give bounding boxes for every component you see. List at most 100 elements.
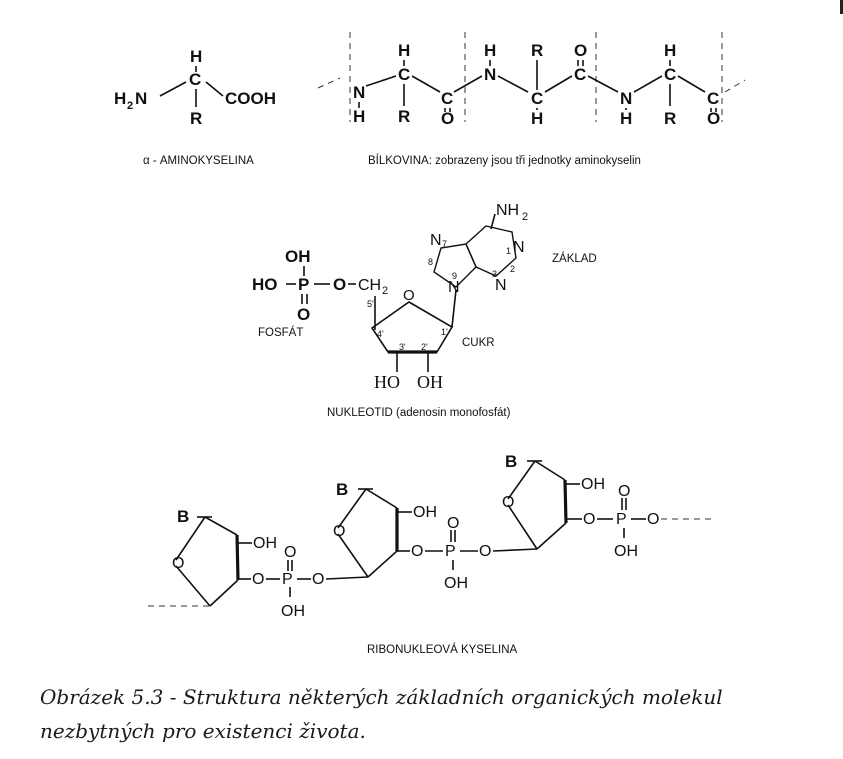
c2-label: 2 (510, 264, 515, 274)
atom-r: R (398, 107, 410, 126)
atom-ho: HO (252, 275, 278, 294)
bond (175, 565, 211, 607)
protein-label: BÍLKOVINA: zobrazeny jsou tři jednotky a… (368, 154, 641, 167)
atom-o: O (297, 305, 310, 324)
atom-p: P (282, 571, 293, 588)
atom-c: C (189, 70, 201, 89)
bond (492, 548, 538, 552)
atom-oh: OH (285, 247, 311, 266)
bond (633, 75, 663, 93)
atom-dbl-o: O (284, 544, 296, 561)
bond (325, 576, 369, 580)
n7-label: 7 (442, 239, 447, 249)
atom-o: O (583, 511, 595, 528)
bond (159, 81, 187, 97)
chain-continuation (317, 77, 341, 89)
rna-structure: B O OH O P O OH O B (148, 452, 713, 620)
atom-c: C (398, 65, 410, 84)
atom-oh: OH (281, 603, 305, 620)
bond (490, 213, 496, 230)
bond (536, 522, 567, 550)
bond (507, 460, 536, 500)
rna-sugar-1: B O OH (172, 507, 277, 607)
bond (209, 579, 239, 607)
bond (497, 75, 529, 93)
atom-ring-o: O (403, 287, 415, 304)
bond (677, 75, 706, 93)
rna-label: RIBONUKLEOVÁ KYSELINA (367, 643, 518, 656)
bond (563, 479, 568, 524)
bond (544, 75, 573, 93)
atom-n: N (353, 83, 365, 102)
atom-nh2-sub: 2 (127, 100, 133, 112)
c2-label: 2' (421, 342, 428, 352)
atom-h: H (484, 41, 496, 60)
atom-o-link: O (333, 275, 346, 294)
bond (337, 533, 369, 578)
atom-oh: OH (581, 476, 605, 493)
atom-p: P (298, 275, 309, 294)
atom-o: O (647, 511, 659, 528)
atom-h: H (531, 109, 543, 128)
atom-cooh: COOH (225, 89, 276, 108)
atom-o: O (479, 543, 491, 560)
ring (465, 225, 517, 277)
ring (370, 301, 454, 353)
atom-ch2-sub: 2 (382, 285, 388, 297)
bond (235, 534, 240, 581)
n9-label: 9 (452, 271, 457, 281)
atom-o: O (411, 543, 423, 560)
atom-o: O (574, 41, 587, 60)
atom-ch2: CH (358, 277, 381, 294)
atom-c: C (441, 89, 453, 108)
atom-oh: OH (444, 575, 468, 592)
amino-acid-label: α - AMINOKYSELINA (143, 155, 254, 167)
atom-oh: OH (614, 543, 638, 560)
bond (205, 81, 224, 97)
atom-h: H (664, 41, 676, 60)
atom-ring-o: O (502, 494, 514, 511)
rna-sugar-3: B O OH (502, 452, 605, 550)
base-adenine: NH 2 N 7 8 N 9 N 1 2 N 3 ZÁKLAD (428, 202, 597, 328)
amino-acid-structure: H C R H 2 N COOH (114, 47, 276, 128)
base-label: ZÁKLAD (552, 252, 597, 265)
bond (587, 75, 619, 93)
c3-label: 3' (399, 342, 406, 352)
atom-h: H (353, 107, 365, 126)
rna-phosphate-3: O P O OH O (583, 483, 659, 560)
base-b: B (336, 480, 348, 499)
atom-r: R (664, 109, 676, 128)
n3-label: 3 (492, 269, 497, 279)
rna-phosphate-1: O P O OH O (252, 544, 369, 620)
phosphate-group: OH HO P O O CH 2 FOSFÁT (252, 247, 388, 339)
atom-p: P (445, 543, 456, 560)
atom-n7: N (430, 232, 442, 249)
atom-ho: HO (374, 372, 400, 392)
nucleotide-structure: OH HO P O O CH 2 FOSFÁT O 5' 4' 3' (252, 202, 597, 392)
ring (433, 243, 477, 288)
atom-oh: OH (413, 504, 437, 521)
c5-label: 5' (367, 299, 374, 309)
atom-r: R (531, 41, 543, 60)
atom-c: C (531, 89, 543, 108)
bond (365, 488, 398, 509)
atom-oh: OH (417, 372, 443, 392)
atom-c: C (574, 65, 586, 84)
atom-ring-o: O (333, 523, 345, 540)
bond (534, 460, 566, 481)
base-b: B (177, 507, 189, 526)
figure-caption: Obrázek 5.3 - Struktura některých základ… (40, 685, 723, 743)
c8-label: 8 (428, 257, 433, 267)
atom-n: N (620, 89, 632, 108)
nucleotide-label: NUKLEOTID (adenosin monofosfát) (327, 407, 511, 419)
atom-n: N (484, 65, 496, 84)
n1-label: 1 (506, 246, 511, 256)
bond (453, 75, 483, 93)
atom-nh2-sub: 2 (522, 211, 528, 223)
atom-ring-o: O (172, 555, 184, 572)
atom-h: H (398, 41, 410, 60)
atom-h: H (620, 109, 632, 128)
atom-dbl-o: O (447, 515, 459, 532)
atom-nh2-h: H (114, 89, 126, 108)
